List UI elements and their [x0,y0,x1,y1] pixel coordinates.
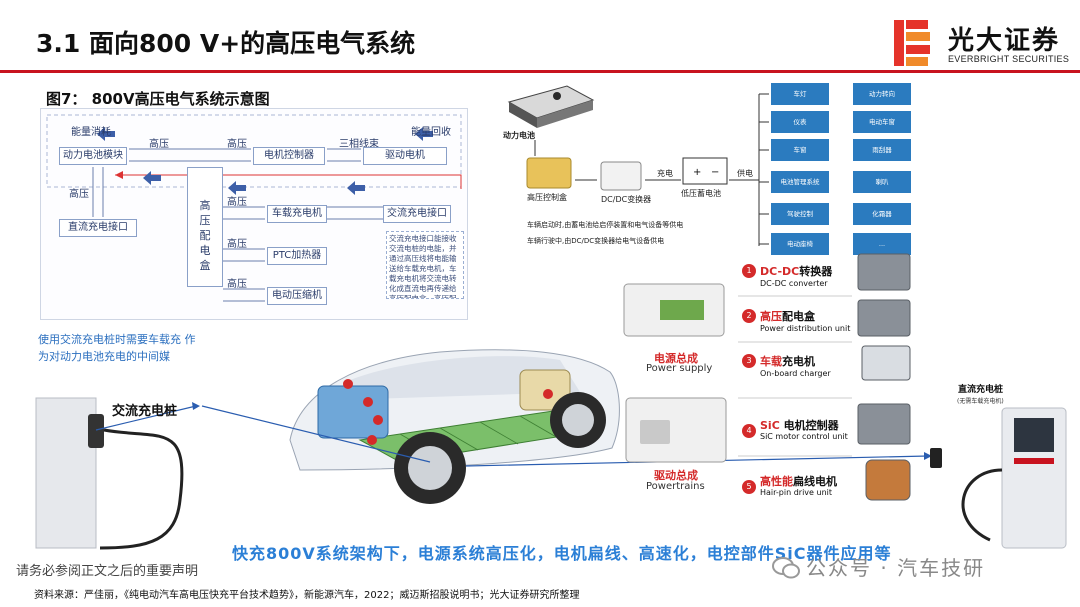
ac-charging-note: 交流充电接口能接收交流电桩的电能，并通过高压线将电能输送给车载充电机，车载充电机… [386,231,464,299]
component-title: 车载充电机 [760,353,815,369]
wechat-watermark: 公众号 · 汽车技研 [806,556,986,580]
hv-label-1: 高压 [149,139,169,150]
component-title-rest: 配电盒 [782,310,815,323]
compressor-node: 电动压缩机 [267,287,327,305]
load-cell: 雨刮器 [853,139,911,161]
load-cell: 电池管理系统 [771,171,829,193]
component-title-rest: 转换器 [799,265,833,278]
component-highlight: DC-DC [760,265,800,278]
energy-consume-label: 能量消耗 [71,127,111,138]
source-text: 资料来源：严佳丽，《纯电动汽车高电压快充平台技术趋势》，新能源汽车，2022；威… [34,590,580,601]
component-number: 5 [742,480,756,494]
hv-system-diagram: 能量消耗 能量回收 动力电池模块 高压 高压 电机控制器 三相线束 驱动电机 高… [40,108,468,320]
load-cell: 车窗 [771,139,829,161]
component-subtitle: On-board charger [760,369,831,378]
component-highlight: 高压 [760,310,782,323]
component-title-rest: 充电机 [782,355,815,368]
component-number: 2 [742,309,756,323]
battery-module-node: 动力电池模块 [59,147,127,165]
ac-usage-note: 使用交流充电桩时需要车载充 作为对动力电池充电的中间媒 [38,333,196,363]
component-number: 4 [742,424,756,438]
diagram-lines [46,114,462,302]
three-phase-label: 三相线束 [339,139,379,150]
slide-title: 3.1 面向800 V+的高压电气系统 [36,29,416,58]
dc-pile-sublabel: (无需车载充电机) [957,398,1004,405]
ac-port-node: 交流充电接口 [383,205,451,223]
svg-text:−: − [711,167,719,178]
logo-en-text: EVERBRIGHT SECURITIES [948,54,1070,64]
energy-recover-label: 能量回收 [411,127,451,138]
component-highlight: 高性能 [760,475,793,488]
load-cell: 驾驶控制 [771,203,829,225]
load-cell: 电动车窗 [853,111,911,133]
hv-label-4: 高压 [227,197,247,208]
component-subtitle: SiC motor control unit [760,432,848,441]
dc-port-node: 直流充电接口 [59,219,137,237]
pd-lv-battery-label: 低压蓄电池 [681,189,721,198]
pdu-node: 高压配电盒 [187,167,223,287]
wechat-icon [772,557,800,579]
hv-label-3: 高压 [69,189,89,200]
load-cell: 动力转向 [853,83,911,105]
load-cell: ... [853,233,911,255]
pd-supply-label: 供电 [737,169,753,178]
pd-hvbox-label: 高压控制盒 [527,193,567,202]
powertrain-group-cn: 驱动总成 [654,469,698,482]
component-title: SiC 电机控制器 [760,417,839,433]
power-supply-group-en: Power supply [646,363,713,374]
powertrain-group-en: Powertrains [646,481,705,492]
disclaimer-text: 请务必参阅正文之后的重要声明 [16,564,199,579]
motor-controller-node: 电机控制器 [253,147,325,165]
component-title: 高压配电盒 [760,308,815,324]
figure-caption: 快充800V系统架构下，电源系统高压化，电机扁线、高速化，电控部件SiC器件应用… [232,544,892,563]
company-logo: 光大证券 EVERBRIGHT SECURITIES [894,20,1074,66]
drive-motor-node: 驱动电机 [363,147,447,165]
load-cell: 车灯 [771,83,829,105]
component-subtitle: Power distribution unit [760,324,851,333]
pdu-label: 高压配电盒 [199,199,211,272]
hv-label-2: 高压 [227,139,247,150]
load-cell: 喇叭 [853,171,911,193]
power-distribution-diagram: + − 动力电池 高压控制盒 DC/DC变换器 充电 供电 低压蓄电池 车辆启动… [497,78,937,255]
load-cell: 电动座椅 [771,233,829,255]
hv-label-6: 高压 [227,279,247,290]
pd-battery-label: 动力电池 [503,131,535,140]
pd-note-1: 车辆启动时,由蓄电池给启停装置和电气设备等供电 [527,221,684,229]
pd-dcdc-label: DC/DC变换器 [601,195,652,204]
title-divider [0,70,1080,73]
component-title: DC-DC转换器 [760,263,832,279]
component-subtitle: DC-DC converter [760,279,828,288]
figure-title: 图7： 800V高压电气系统示意图 [46,90,270,108]
everbright-logo-icon [894,20,930,66]
ac-pile-label: 交流充电桩 [112,404,178,419]
component-subtitle: Hair-pin drive unit [760,488,833,497]
component-title-rest: 扁线电机 [793,475,837,488]
power-supply-group-cn: 电源总成 [654,352,698,365]
pd-note-2: 车辆行驶中,由DC/DC变换器给电气设备供电 [527,237,665,245]
component-title: 高性能扁线电机 [760,473,837,489]
load-cell: 仪表 [771,111,829,133]
obc-node: 车载充电机 [267,205,327,223]
component-title-rest: 电机控制器 [779,419,839,432]
component-highlight: 车载 [760,355,782,368]
ptc-heater-node: PTC加热器 [267,247,327,265]
load-cell: 化霜器 [853,203,911,225]
component-highlight: SiC [760,419,780,432]
component-number: 3 [742,354,756,368]
logo-cn-text: 光大证券 [948,26,1061,56]
dc-pile-label: 直流充电桩 [958,385,1004,395]
svg-text:+: + [693,167,701,178]
pd-charge-label: 充电 [657,169,673,178]
component-number: 1 [742,264,756,278]
power-diagram-lines: + − [507,85,769,246]
hv-label-5: 高压 [227,239,247,250]
